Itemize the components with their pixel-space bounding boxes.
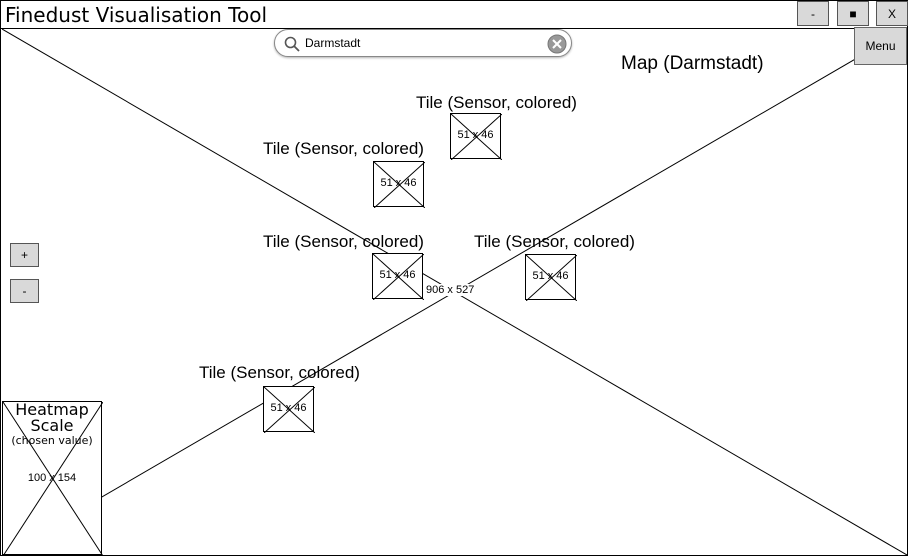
zoom-out-button[interactable]: -	[10, 279, 39, 303]
search-input[interactable]: Darmstadt	[305, 36, 361, 50]
tile-label: Tile (Sensor, colored)	[199, 363, 360, 382]
map-size-label: 906 x 527	[426, 284, 475, 296]
sensor-tile[interactable]: 51 x 46	[525, 254, 577, 301]
zoom-in-button[interactable]: +	[10, 243, 39, 267]
tile-size-label: 51 x 46	[532, 270, 569, 282]
heatmap-title-line2: Scale	[30, 416, 74, 435]
tile-placeholder-cross	[526, 255, 577, 301]
tile-size-label: 51 x 46	[457, 129, 494, 141]
heatmap-subtitle: (chosen value)	[11, 434, 93, 447]
tile-placeholder-cross	[264, 387, 315, 433]
tile-placeholder-cross	[451, 114, 502, 160]
map-title: Map (Darmstadt)	[621, 53, 764, 74]
tile-placeholder-cross	[373, 254, 424, 300]
tile-size-label: 51 x 46	[379, 269, 416, 281]
tile-size-label: 51 x 46	[270, 402, 307, 414]
tile-label: Tile (Sensor, colored)	[474, 232, 635, 251]
tile-placeholder-cross	[374, 162, 425, 208]
sensor-tile[interactable]: 51 x 46	[263, 386, 315, 433]
sensor-tile[interactable]: 51 x 46	[372, 253, 424, 300]
close-button[interactable]: X	[876, 1, 908, 26]
tile-label: Tile (Sensor, colored)	[263, 139, 424, 158]
menu-button[interactable]: Menu	[854, 27, 907, 65]
heatmap-title: Heatmap Scale	[3, 402, 101, 434]
tile-label: Tile (Sensor, colored)	[416, 93, 577, 112]
tile-size-label: 51 x 46	[380, 177, 417, 189]
sensor-tile[interactable]: 51 x 46	[373, 161, 425, 208]
sensor-tile[interactable]: 51 x 46	[450, 113, 502, 160]
search-icon	[284, 36, 300, 52]
tile-label: Tile (Sensor, colored)	[263, 232, 424, 251]
heatmap-scale: Heatmap Scale (chosen value) 100 x 154	[2, 401, 103, 556]
titlebar-divider	[1, 28, 907, 29]
search-bar[interactable]: Darmstadt	[274, 29, 572, 57]
window-title: Finedust Visualisation Tool	[5, 3, 268, 27]
maximize-button[interactable]: ■	[837, 1, 869, 26]
heatmap-size-label: 100 x 154	[27, 472, 77, 484]
minimize-button[interactable]: -	[797, 1, 829, 26]
clear-icon[interactable]	[547, 34, 567, 54]
heatmap-placeholder-cross	[3, 402, 103, 556]
heatmap-title-line1: Heatmap	[15, 400, 89, 419]
